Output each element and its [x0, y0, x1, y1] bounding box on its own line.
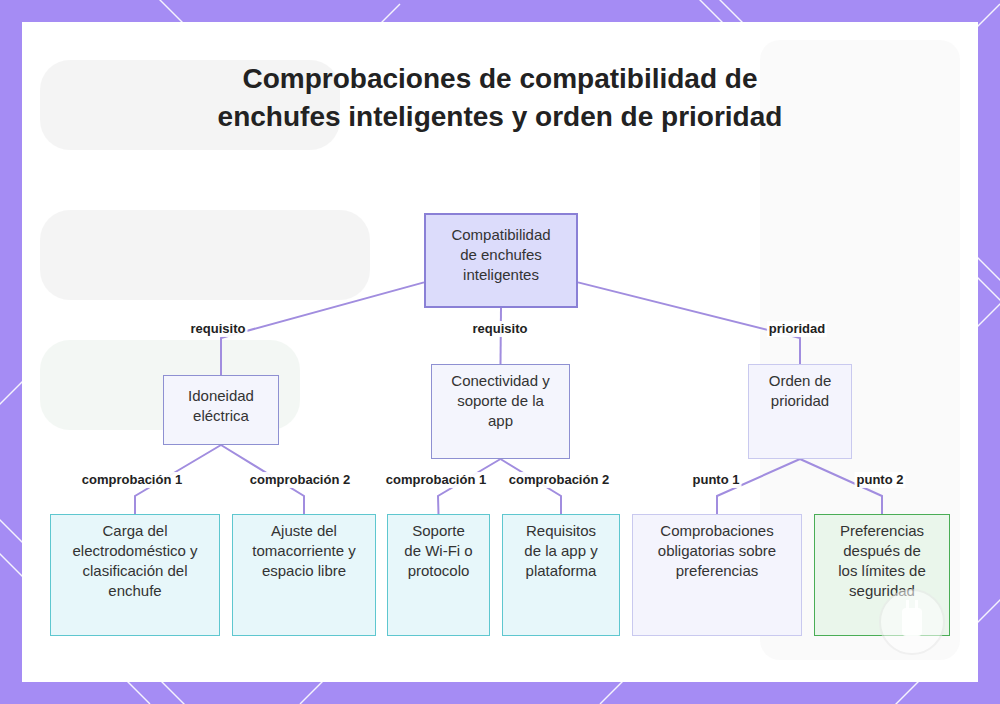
edge-label: prioridad	[767, 321, 827, 337]
edge-label: comprobación 1	[384, 472, 488, 488]
category-box: Conectividad y soporte de la app	[431, 364, 570, 459]
edge-label: requisito	[471, 321, 530, 337]
edge-label: comprobación 2	[507, 472, 611, 488]
edge-label: comprobación 2	[248, 472, 352, 488]
node-text: Idoneidad eléctrica	[172, 386, 270, 426]
node-text: Soporte de Wi-Fi o protocolo	[402, 521, 475, 581]
check-box: Carga del electrodoméstico y clasificaci…	[50, 514, 220, 636]
node-text: Carga del electrodoméstico y clasificaci…	[69, 521, 201, 601]
check-box: Ajuste del tomacorriente y espacio libre	[232, 514, 376, 636]
edge-label: punto 1	[691, 472, 742, 488]
diagram-title: Comprobaciones de compatibilidad de ench…	[210, 60, 790, 136]
root-box: Compatibilidad de enchufes inteligentes	[424, 213, 578, 308]
check-box: Soporte de Wi-Fi o protocolo	[387, 514, 490, 636]
blurred-photo	[40, 40, 960, 660]
node-text: Compatibilidad de enchufes inteligentes	[444, 225, 558, 285]
priority-box: Comprobaciones obligatorias sobre prefer…	[632, 514, 802, 636]
node-text: Orden de prioridad	[759, 371, 841, 411]
card	[22, 22, 978, 682]
category-box: Orden de prioridad	[748, 364, 852, 459]
node-text: Comprobaciones obligatorias sobre prefer…	[655, 521, 779, 581]
connector-line	[221, 282, 424, 375]
node-text: Requisitos de la app y plataforma	[517, 521, 605, 581]
node-text: Preferencias después de los límites de s…	[833, 521, 931, 601]
node-text: Conectividad y soporte de la app	[446, 371, 555, 431]
edge-label: comprobación 1	[80, 472, 184, 488]
node-text: Ajuste del tomacorriente y espacio libre	[247, 521, 361, 581]
edge-label: punto 2	[855, 472, 906, 488]
check-box: Requisitos de la app y plataforma	[502, 514, 620, 636]
category-box: Idoneidad eléctrica	[163, 375, 279, 445]
priority-box: Preferencias después de los límites de s…	[814, 514, 950, 636]
edge-label: requisito	[189, 321, 248, 337]
